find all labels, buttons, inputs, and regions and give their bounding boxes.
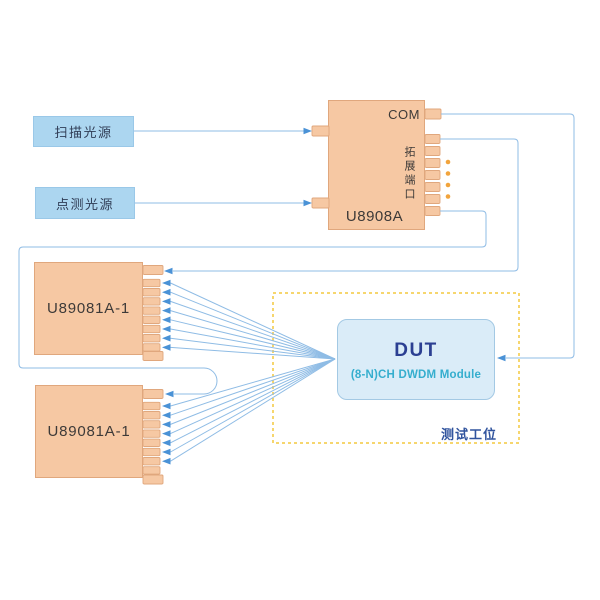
arrowhead-left-icon (162, 344, 171, 351)
port-tab (142, 288, 161, 297)
port-tab (424, 194, 441, 204)
arrowhead-left-icon (162, 279, 171, 287)
connection-line (170, 291, 336, 360)
port-tab (424, 170, 441, 180)
port-tab (142, 343, 161, 352)
expansion-ports-label: 拓展端口 (403, 146, 415, 202)
arrowhead-left-icon (162, 325, 171, 333)
scan-light-source-box: 扫描光源 (33, 116, 134, 147)
port-tab (424, 134, 441, 144)
arrowhead-left-icon (162, 448, 171, 456)
port-tab (311, 125, 330, 137)
arrowhead-left-icon (162, 402, 171, 410)
power-meter-1-label: U89081A-1 (46, 300, 131, 317)
arrowhead-left-icon (162, 288, 171, 296)
indicator-dot (445, 182, 451, 188)
port-tab (142, 278, 161, 288)
arrowhead-left-icon (162, 439, 171, 447)
connection-line (170, 358, 336, 435)
arrowhead-left-icon (497, 354, 506, 362)
port-tab (142, 466, 161, 475)
port-tab (142, 297, 161, 306)
port-tab (424, 206, 441, 216)
port-tab (142, 438, 161, 447)
port-tab (142, 334, 161, 343)
connection-line (170, 282, 336, 360)
point-light-source-box: 点测光源 (35, 187, 135, 219)
dut-box: DUT (8-N)CH DWDM Module (337, 319, 495, 400)
indicator-dot (445, 171, 451, 176)
port-tab (142, 429, 161, 438)
port-tab (142, 324, 161, 334)
com-port-label: COM (388, 107, 420, 122)
port-tab (311, 197, 330, 209)
arrowhead-left-icon (162, 421, 171, 428)
arrowhead-left-icon (162, 457, 171, 465)
arrowhead-left-icon (162, 298, 171, 305)
connection-line (170, 300, 336, 360)
port-tab (424, 108, 442, 120)
port-tab (424, 182, 441, 192)
connection-line (170, 358, 336, 425)
indicator-dot (445, 159, 451, 165)
connection-line (170, 328, 336, 360)
arrowhead-left-icon (162, 307, 171, 314)
indicator-dot (445, 194, 451, 199)
port-tab (142, 411, 161, 420)
port-tab (142, 315, 161, 324)
arrowhead-left-icon (162, 411, 171, 419)
u8908a-label: U8908A (345, 208, 404, 225)
connection-line (170, 358, 336, 444)
u8908a-switch-box: COM 拓展端口 U8908A (328, 100, 425, 230)
arrowhead-left-icon (162, 316, 171, 324)
port-tab (142, 420, 161, 429)
port-tab (142, 474, 164, 485)
test-station-label: 测试工位 (440, 427, 497, 442)
power-meter-2-label: U89081A-1 (47, 423, 131, 440)
port-tab (142, 306, 161, 315)
dut-subtitle: (8-N)CH DWDM Module (350, 369, 482, 381)
port-tab (142, 447, 161, 457)
port-tab (142, 265, 164, 275)
arrowhead-right-icon (303, 127, 312, 135)
connection-line (170, 346, 336, 360)
arrowhead-left-icon (164, 267, 173, 275)
port-tab (142, 389, 164, 399)
connection-line (170, 358, 336, 453)
scan-light-source-label: 扫描光源 (54, 125, 113, 140)
port-tab (142, 401, 161, 411)
connection-line (170, 358, 336, 407)
arrowhead-left-icon (162, 334, 171, 342)
arrowhead-left-icon (162, 430, 171, 437)
arrowhead-right-icon (303, 199, 312, 207)
arrowhead-left-icon (165, 390, 174, 398)
dut-title: DUT (394, 340, 438, 361)
connection-line (170, 358, 336, 462)
point-light-source-label: 点测光源 (55, 196, 114, 212)
connection-line (170, 310, 336, 360)
port-tab (142, 457, 161, 466)
port-tab (142, 351, 164, 361)
port-tab (424, 158, 441, 168)
power-meter-2-box: U89081A-1 (35, 385, 143, 478)
connection-line (170, 319, 336, 360)
connection-line (170, 337, 336, 360)
power-meter-1-box: U89081A-1 (34, 262, 143, 355)
port-tab (424, 146, 441, 156)
connection-line (170, 358, 336, 416)
